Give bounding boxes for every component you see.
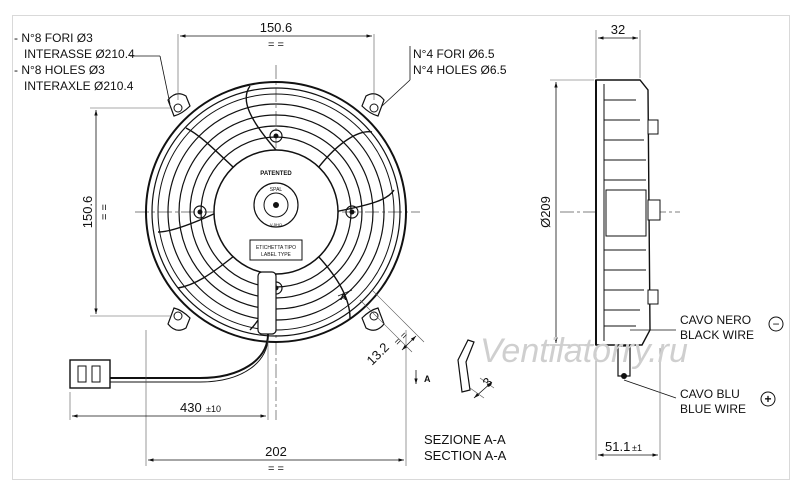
black-wire-label-it: CAVO NERO xyxy=(680,313,751,327)
hub-brand-text: SPAL xyxy=(270,187,283,193)
blue-wire-label-it: CAVO BLU xyxy=(680,387,740,401)
dim-diag-symmetry: = = xyxy=(392,330,410,348)
side-fins xyxy=(604,99,646,327)
dim-left-symmetry: = = xyxy=(99,204,111,220)
dim-diag-value: 13.2 xyxy=(364,340,393,369)
minus-symbol-icon xyxy=(768,316,784,332)
holes-note-line4: INTERAXLE Ø210.4 xyxy=(24,79,134,93)
hub-patented-text: PATENTED xyxy=(260,171,292,177)
motor-hub: PATENTED SPAL V-5HO ETICHETTA TIPO LABEL… xyxy=(213,149,339,275)
hub-code-text: V-5HO xyxy=(270,222,282,227)
dim-bottom-symmetry: = = xyxy=(268,463,284,475)
fan-blades xyxy=(157,85,395,331)
side-dim-bottom-tolerance: ±1 xyxy=(632,443,642,453)
fan-shroud xyxy=(145,81,407,343)
connector-plug xyxy=(69,359,111,389)
side-view: 32 Ø209 51.1 ±1 CAVO NERO BLACK WIRE − C… xyxy=(538,22,784,460)
label-box xyxy=(249,239,303,261)
side-dim-diameter: Ø209 xyxy=(538,196,553,228)
black-wire-symbol: − xyxy=(772,317,779,331)
front-view: PATENTED SPAL V-5HO ETICHETTA TIPO LABEL… xyxy=(14,20,507,475)
mount-holes-note-line2: N°4 HOLES Ø6.5 xyxy=(413,63,507,77)
side-dim-bottom: 51.1 xyxy=(605,439,630,454)
section-view: 3 SEZIONE A-A SECTION A-A xyxy=(424,339,507,463)
power-cable xyxy=(69,271,277,389)
section-title-en: SECTION A-A xyxy=(424,448,507,463)
dim-bottom-value: 202 xyxy=(265,444,287,459)
side-dim-top: 32 xyxy=(611,22,625,37)
blue-wire-label-en: BLUE WIRE xyxy=(680,402,746,416)
section-title-it: SEZIONE A-A xyxy=(424,432,506,447)
dim-left-value: 150.6 xyxy=(80,196,95,229)
mount-holes-note-line1: N°4 FORI Ø6.5 xyxy=(413,47,495,61)
dim-cable-value: 430 xyxy=(180,400,202,415)
blue-wire-symbol: + xyxy=(764,392,771,406)
dim-cable-tolerance: ±10 xyxy=(206,404,221,414)
label-box-line2: LABEL TYPE xyxy=(261,252,291,258)
plus-symbol-icon xyxy=(760,391,776,407)
black-wire-label-en: BLACK WIRE xyxy=(680,328,754,342)
watermark-text: Ventilatorry.ru xyxy=(480,332,688,370)
section-dim-3: 3 xyxy=(480,374,496,390)
holes-note-line3: - N°8 HOLES Ø3 xyxy=(14,63,105,77)
dim-top-value: 150.6 xyxy=(260,20,293,35)
label-box-line1: ETICHETTA TIPO xyxy=(256,245,296,251)
holes-note-line1: - N°8 FORI Ø3 xyxy=(14,31,93,45)
holes-note-line2: INTERASSE Ø210.4 xyxy=(24,47,135,61)
dim-top-symmetry: = = xyxy=(268,39,284,51)
section-marker-a-top: A xyxy=(340,292,347,302)
section-marker-a-bottom: A xyxy=(424,374,431,384)
